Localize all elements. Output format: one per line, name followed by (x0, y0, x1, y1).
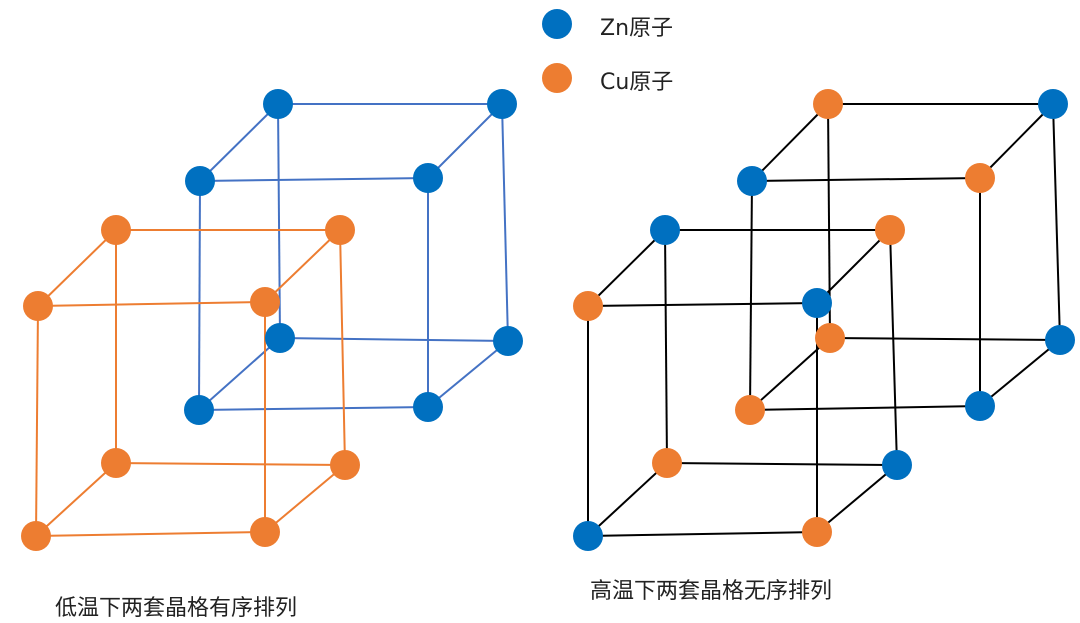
disordered-lattice-b-edge (587, 531, 818, 537)
cu-lattice-edge (339, 229, 346, 466)
zn-atom (413, 392, 443, 422)
cu-atom (325, 215, 355, 245)
zn-lattice-edge (427, 340, 509, 408)
disordered-lattice-b-edge (666, 462, 898, 466)
cu-atom (965, 163, 995, 193)
cu-atom (23, 291, 53, 321)
disordered-lattice-b-edge (587, 229, 666, 307)
cu-lattice-edge (37, 229, 117, 307)
zn-lattice-edge (199, 177, 429, 182)
zn-atom (737, 166, 767, 196)
cu-atom (250, 517, 280, 547)
zn-lattice-edge (427, 103, 503, 179)
zn-atom (802, 288, 832, 318)
disordered-lattice-b-edge (664, 229, 668, 464)
disordered-lattice-a-edge (829, 337, 1061, 341)
caption-ordered: 低温下两套晶格有序排列 (55, 596, 298, 621)
disordered-lattice-b-edge (816, 464, 898, 533)
disordered-lattice-b-edge (587, 462, 668, 537)
cu-lattice-edge (264, 229, 341, 303)
cu-atom (875, 215, 905, 245)
cu-atom (815, 323, 845, 353)
cu-atom (735, 395, 765, 425)
legend-cu-dot (542, 63, 572, 93)
cu-atom (101, 215, 131, 245)
disordered-lattice-a-edge (751, 103, 829, 182)
cu-lattice-edge (264, 464, 346, 533)
cu-lattice-edge (35, 462, 117, 537)
zn-atom (1045, 325, 1075, 355)
legend-zn-dot (542, 9, 572, 39)
zn-atom (265, 323, 295, 353)
zn-atom (413, 163, 443, 193)
disordered-lattice-a-edge (979, 339, 1061, 407)
cu-atom (250, 287, 280, 317)
cu-atom (101, 448, 131, 478)
zn-atom (184, 395, 214, 425)
zn-atom (573, 521, 603, 551)
cu-lattice-edge (35, 305, 39, 537)
zn-atom (493, 326, 523, 356)
disordered-lattice-a-edge (979, 103, 1054, 179)
zn-atom (1038, 89, 1068, 119)
cu-atom (21, 521, 51, 551)
caption-disordered: 高温下两套晶格无序排列 (590, 579, 833, 604)
zn-atom (650, 215, 680, 245)
zn-atom (965, 391, 995, 421)
disordered-lattice-b-edge (587, 302, 818, 307)
zn-lattice-edge (279, 337, 509, 342)
disordered-lattice-a-edge (749, 405, 981, 411)
zn-lattice-edge (198, 337, 281, 411)
disordered-lattice-b-edge (889, 229, 898, 466)
cu-atom (330, 450, 360, 480)
disordered-lattice-a-edge (1052, 103, 1061, 341)
cu-lattice-edge (35, 531, 266, 537)
cu-atom (573, 291, 603, 321)
cu-lattice-edge (115, 462, 346, 466)
cu-atom (652, 448, 682, 478)
zn-atom (185, 166, 215, 196)
disordered-lattice-a-edge (751, 177, 981, 182)
disordered-lattice-a-edge (749, 180, 753, 411)
zn-lattice-edge (501, 103, 509, 342)
cu-lattice-edge (37, 301, 266, 307)
zn-atom (882, 450, 912, 480)
zn-lattice-edge (198, 180, 201, 411)
zn-lattice-edge (199, 103, 279, 182)
zn-atom (263, 89, 293, 119)
cu-atom (802, 517, 832, 547)
zn-lattice-edge (198, 406, 429, 411)
disordered-lattice-b-edge (816, 229, 891, 304)
legend-cu-label: Cu原子 (600, 70, 674, 95)
legend-zn-label: Zn原子 (600, 16, 674, 41)
cu-atom (813, 89, 843, 119)
zn-atom (487, 89, 517, 119)
